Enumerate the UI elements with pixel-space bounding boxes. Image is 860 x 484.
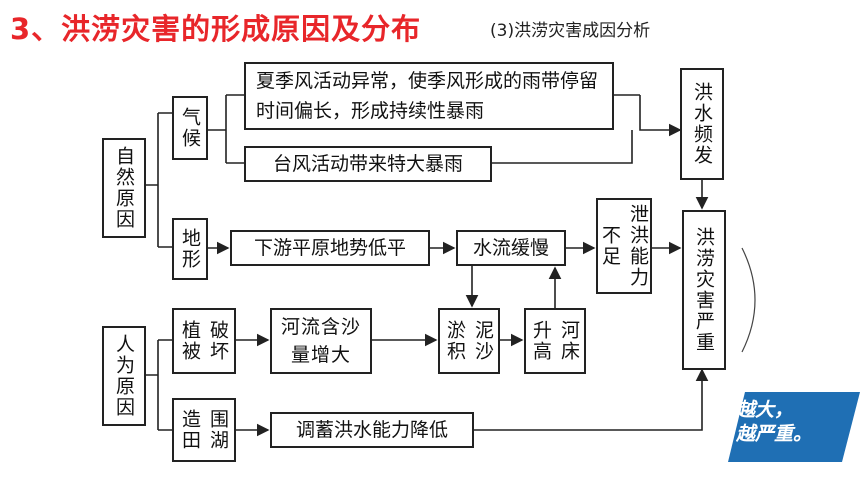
banner-shape [728,392,860,462]
connector-natural [146,112,172,248]
page-subtitle: (3)洪涝灾害成因分析 [490,21,651,41]
box-storage-decrease: 调蓄洪水能力降低 [270,412,474,448]
banner-line-2: 越严重。 [736,423,813,445]
box-monsoon: 夏季风活动异常，使季风形成的雨带停留时间偏长，形成持续性暴雨 [244,62,614,130]
box-slow-flow: 水流缓慢 [456,230,566,266]
box-climate: 气候 [172,96,208,160]
box-destroy-vegetation: 破坏植被 [172,308,236,374]
line-typhoon-out [492,130,633,164]
box-drainage-insufficient: 泄洪能力不足 [596,198,652,294]
box-terrain: 地形 [172,218,208,280]
box-silting: 泥沙淤积 [438,308,500,374]
connector-climate [208,94,244,164]
banner-line-1: 越大， [736,399,794,421]
banner-text: 越大， 越严重。 [736,398,846,446]
box-lowland: 下游平原地势低平 [230,230,430,266]
box-natural-causes: 自然原因 [102,138,146,238]
page-title: 3、洪涝灾害的形成原因及分布 [10,12,422,46]
arrow-storage-to-severe [474,368,709,431]
box-riverbed-rise: 河床升高 [524,308,586,374]
box-human-causes: 人为原因 [102,326,146,426]
box-sediment-increase: 河流含沙量增大 [270,308,372,374]
arrow-monsoon-to-frequent [639,95,682,137]
connector-human [146,339,172,431]
box-disaster-severe: 洪涝灾害严重 [682,210,726,370]
box-flood-frequent: 洪水频发 [680,68,724,180]
decorative-arc [741,247,756,353]
box-typhoon: 台风活动带来特大暴雨 [244,146,492,182]
box-reclaim-lake: 围湖造田 [172,398,236,462]
